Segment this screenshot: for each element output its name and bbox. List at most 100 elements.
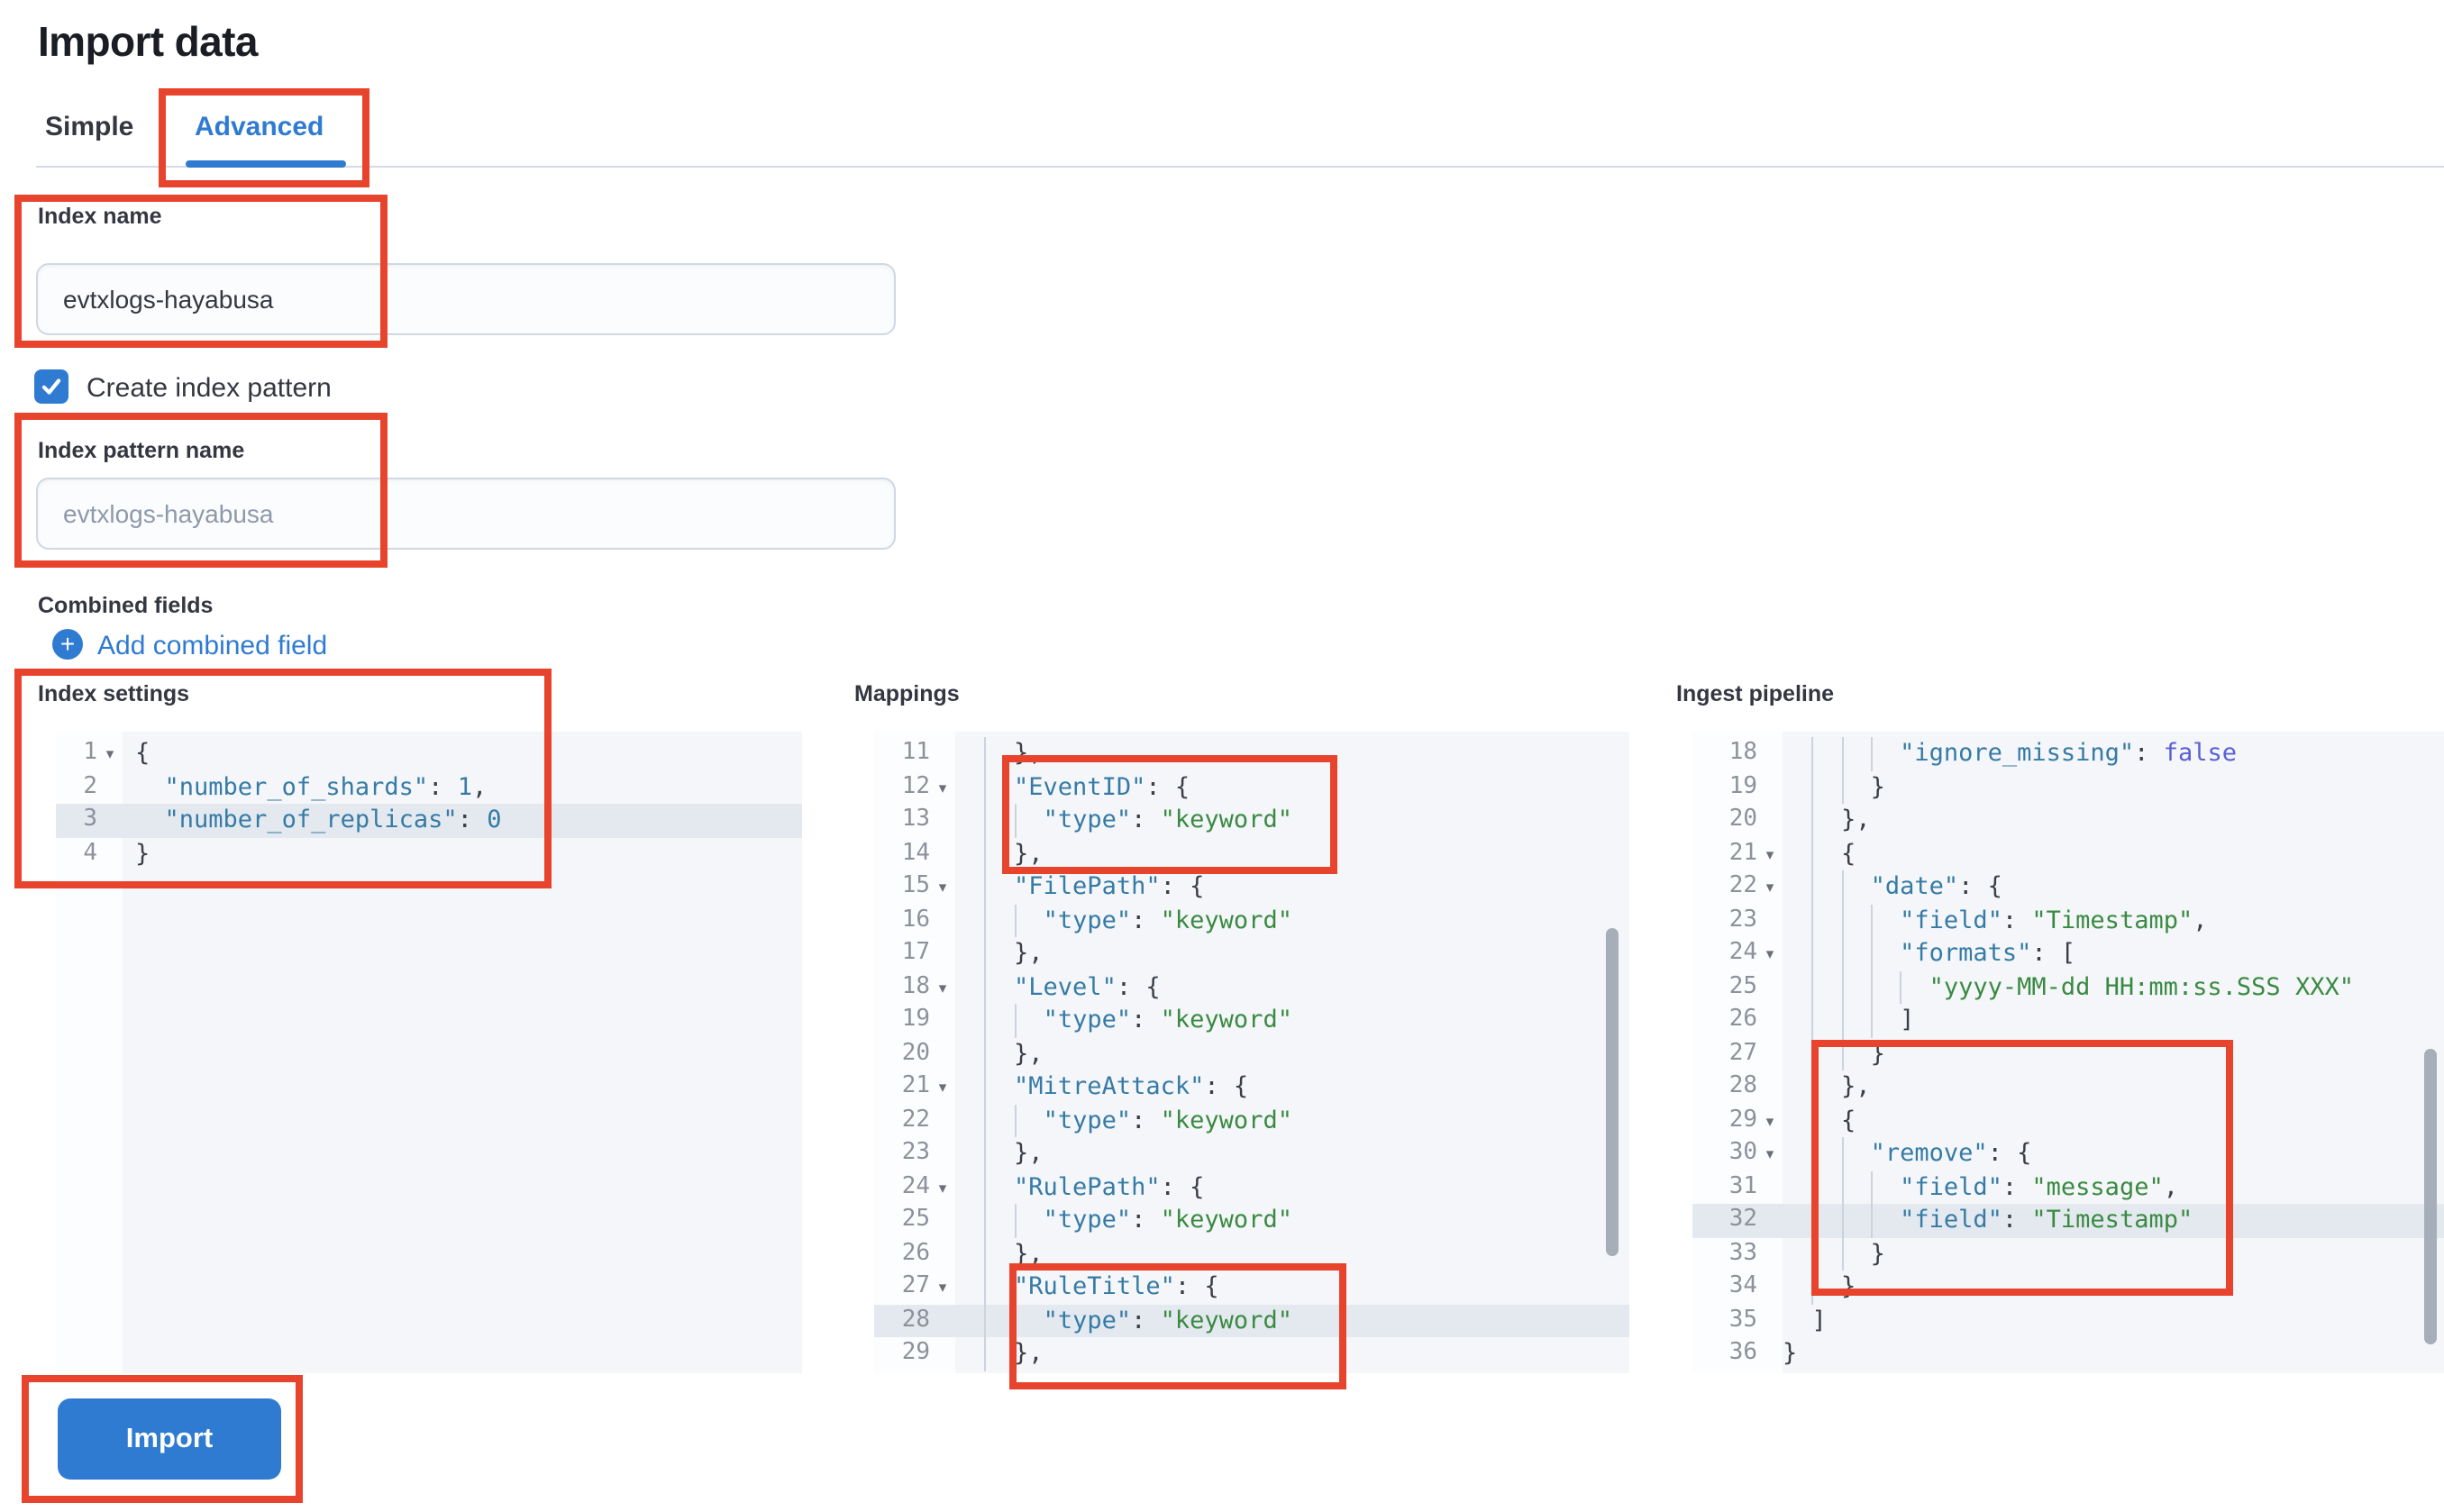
code-line-18: 18▾ "Level": { [874,970,1629,1004]
fold-arrow-icon[interactable]: ▾ [1765,1111,1774,1129]
import-button-label: Import [125,1423,214,1453]
fold-arrow-slot [930,804,955,837]
fold-arrow-slot [930,1004,955,1037]
fold-arrow-slot [930,1104,955,1137]
fold-arrow-icon[interactable]: ▾ [938,1078,947,1096]
code-line-34: 34 } [1692,1271,2444,1304]
fold-arrow-slot [97,837,123,870]
fold-arrow-slot [97,770,123,804]
code-line-33: 33 } [1692,1237,2444,1271]
code-line-23: 23 "field": "Timestamp", [1692,904,2444,937]
fold-arrow-slot [1757,1037,1783,1070]
fold-arrow-icon[interactable]: ▾ [938,1178,947,1196]
code-line-20: 20 }, [874,1037,1629,1070]
fold-arrow-slot [1757,1271,1783,1304]
code-line-23: 23 }, [874,1137,1629,1170]
fold-arrow-icon[interactable]: ▾ [1765,878,1774,896]
index-pattern-name-input[interactable] [36,478,896,550]
code-line-25: 25 "type": "keyword" [874,1204,1629,1237]
fold-arrow-slot [930,1037,955,1070]
code-line-22: 22▾ "date": { [1692,870,2444,904]
fold-arrow-icon[interactable]: ▾ [938,1278,947,1296]
fold-arrow-slot [930,1204,955,1237]
fold-arrow-icon[interactable]: ▾ [938,878,947,896]
fold-arrow-slot [1757,1237,1783,1271]
combined-fields-label: Combined fields [38,593,214,618]
code-line-19: 19 } [1692,770,2444,804]
fold-arrow-slot [1757,904,1783,937]
fold-arrow-slot [930,1137,955,1170]
index-pattern-name-label: Index pattern name [38,438,245,463]
code-line-27: 27 } [1692,1037,2444,1070]
fold-arrow-slot [1757,970,1783,1004]
fold-arrow-icon[interactable]: ▾ [1765,844,1774,862]
code-line-28: 28 "type": "keyword" [874,1304,1629,1337]
fold-arrow-slot [930,1337,955,1371]
tab-advanced[interactable]: Advanced [195,112,324,142]
code-line-4: 4} [56,837,802,870]
create-index-pattern-checkbox[interactable] [34,369,68,404]
code-line-31: 31 "field": "message", [1692,1170,2444,1204]
code-line-30: 30▾ "remove": { [1692,1137,2444,1170]
fold-arrow-slot [930,937,955,970]
index-name-input[interactable] [36,263,896,335]
code-line-21: 21▾ { [1692,837,2444,870]
code-line-27: 27▾ "RuleTitle": { [874,1271,1629,1304]
selected-tab-underline [186,160,346,168]
fold-arrow-icon[interactable]: ▾ [1765,1144,1774,1162]
add-combined-field-link[interactable]: Add combined field [97,631,328,661]
fold-arrow-icon[interactable]: ▾ [938,778,947,796]
create-index-pattern-label: Create index pattern [87,373,332,404]
fold-arrow-slot [930,737,955,770]
import-button[interactable]: Import [58,1398,281,1480]
fold-arrow-icon[interactable]: ▾ [105,744,114,762]
fold-arrow-slot [1757,804,1783,837]
check-icon [40,375,63,398]
ingest-pipeline-scrollbar-thumb[interactable] [2424,1049,2437,1344]
code-line-17: 17 }, [874,937,1629,970]
code-line-25: 25 "yyyy-MM-dd HH:mm:ss.SSS XXX" [1692,970,2444,1004]
page-title: Import data [38,18,258,65]
code-line-32: 32 "field": "Timestamp" [1692,1204,2444,1237]
fold-arrow-slot [930,837,955,870]
code-line-3: 3 "number_of_replicas": 0 [56,804,802,837]
code-line-29: 29▾ { [1692,1104,2444,1137]
tabs-divider [36,166,2444,168]
index-name-label: Index name [38,204,162,229]
code-line-36: 36} [1692,1337,2444,1371]
code-line-18: 18 "ignore_missing": false [1692,737,2444,770]
code-line-19: 19 "type": "keyword" [874,1004,1629,1037]
code-line-35: 35 ] [1692,1304,2444,1337]
index-settings-editor[interactable]: 1▾{2 "number_of_shards": 1,3 "number_of_… [56,732,802,1373]
tab-simple[interactable]: Simple [45,112,134,142]
fold-arrow-slot [1757,737,1783,770]
code-line-22: 22 "type": "keyword" [874,1104,1629,1137]
fold-arrow-icon[interactable]: ▾ [1765,944,1774,962]
code-line-21: 21▾ "MitreAttack": { [874,1070,1629,1104]
fold-arrow-slot [1757,1070,1783,1104]
fold-arrow-slot [1757,1170,1783,1204]
fold-arrow-icon[interactable]: ▾ [938,978,947,996]
code-line-29: 29 }, [874,1337,1629,1371]
code-line-26: 26 ] [1692,1004,2444,1037]
mappings-editor[interactable]: 11 },12▾ "EventID": {13 "type": "keyword… [874,732,1629,1373]
code-line-28: 28 }, [1692,1070,2444,1104]
fold-arrow-slot [97,804,123,837]
code-line-16: 16 "type": "keyword" [874,904,1629,937]
code-line-20: 20 }, [1692,804,2444,837]
mappings-label: Mappings [854,681,960,706]
mappings-scrollbar-thumb[interactable] [1606,928,1619,1256]
code-line-12: 12▾ "EventID": { [874,770,1629,804]
code-line-1: 1▾{ [56,737,802,770]
code-line-26: 26 }, [874,1237,1629,1271]
code-line-13: 13 "type": "keyword" [874,804,1629,837]
fold-arrow-slot [930,1237,955,1271]
fold-arrow-slot [1757,1204,1783,1237]
fold-arrow-slot [1757,1004,1783,1037]
fold-arrow-slot [1757,770,1783,804]
code-line-15: 15▾ "FilePath": { [874,870,1629,904]
ingest-pipeline-label: Ingest pipeline [1676,681,1835,706]
fold-arrow-slot [930,1304,955,1337]
